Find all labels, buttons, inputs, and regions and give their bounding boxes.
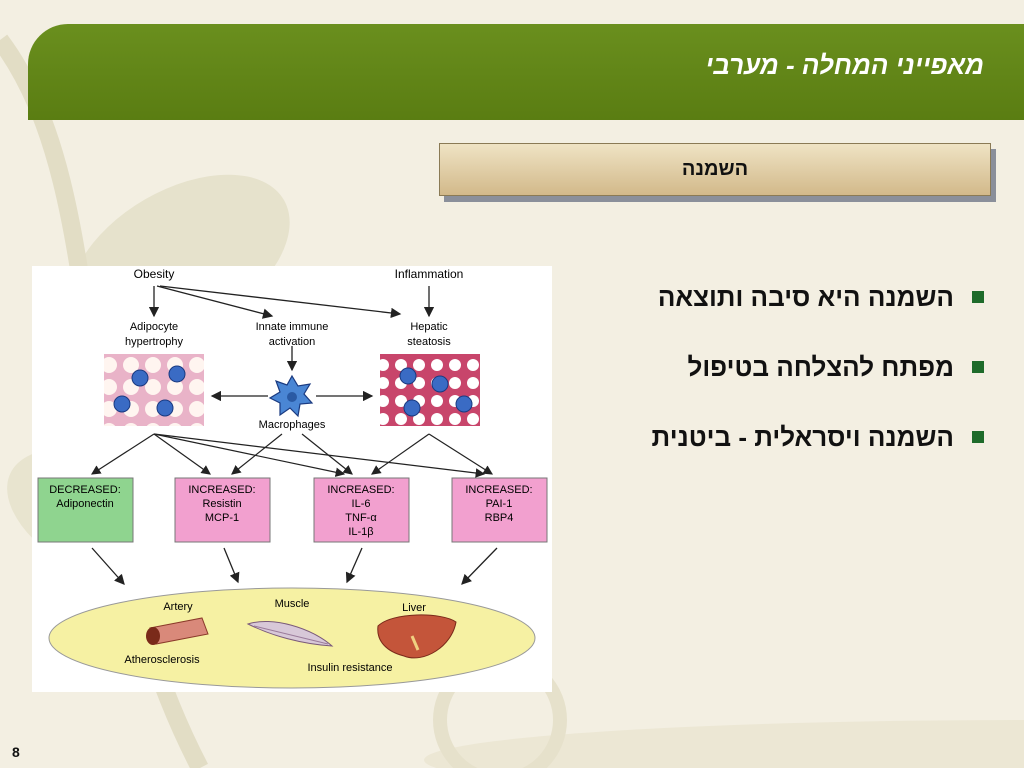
bullet-item: מפתח להצלחה בטיפול <box>564 332 984 402</box>
fanout-arrows <box>90 433 494 478</box>
liver-label: Liver <box>402 602 426 614</box>
box-line: TNF-α <box>345 512 377 524</box>
bullet-item: השמנה ויסראלית - ביטנית <box>564 402 984 472</box>
muscle-icon <box>246 620 334 647</box>
top-arrows <box>148 285 435 319</box>
innate-label-2: activation <box>269 336 315 348</box>
bottom-arrows <box>91 547 498 585</box>
bullet-text: השמנה ויסראלית - ביטנית <box>651 421 954 452</box>
bullet-list: השמנה היא סיבה ותוצאה מפתח להצלחה בטיפול… <box>564 262 984 472</box>
liver-icon <box>377 614 457 659</box>
bullet-text: מפתח להצלחה בטיפול <box>687 351 954 382</box>
adipose-tissue-image <box>104 354 204 426</box>
macrophage-icon <box>268 374 314 418</box>
box-header: INCREASED: <box>327 484 394 496</box>
obesity-pathway-figure: Obesity Inflammation Adipocyte hypertrop… <box>32 266 552 692</box>
atherosclerosis-label: Atherosclerosis <box>124 654 200 666</box>
page-number: 8 <box>12 744 20 760</box>
obesity-label: Obesity <box>134 267 175 281</box>
box-header: INCREASED: <box>465 484 532 496</box>
box-line: IL-6 <box>352 498 371 510</box>
bullet-text: השמנה היא סיבה ותוצאה <box>657 281 954 312</box>
artery-label: Artery <box>163 601 193 613</box>
pai1-box: INCREASED: PAI-1 RBP4 <box>451 477 548 543</box>
square-bullet-icon <box>972 361 984 373</box>
resistin-box: INCREASED: Resistin MCP-1 <box>174 477 271 543</box>
box-header: INCREASED: <box>188 484 255 496</box>
title-bar <box>28 24 1024 120</box>
subtitle-text: השמנה <box>681 158 749 180</box>
adipocyte-label-1: Adipocyte <box>130 321 178 333</box>
box-line: MCP-1 <box>205 512 239 524</box>
inflammation-label: Inflammation <box>395 267 464 281</box>
box-line: Adiponectin <box>56 498 114 510</box>
muscle-label: Muscle <box>275 598 310 610</box>
square-bullet-icon <box>972 431 984 443</box>
liver-tissue-image <box>380 354 480 426</box>
adipocyte-label-2: hypertrophy <box>125 336 184 348</box>
box-line: RBP4 <box>485 512 514 524</box>
hepatic-label-2: steatosis <box>407 336 451 348</box>
slide-title: מאפייני המחלה - מערבי <box>705 50 984 80</box>
pathway-diagram: Obesity Inflammation Adipocyte hypertrop… <box>37 267 548 689</box>
cytokine-box: INCREASED: IL-6 TNF-α IL-1β <box>313 477 410 543</box>
box-header: DECREASED: <box>49 484 121 496</box>
insulin-resistance-label: Insulin resistance <box>308 662 393 674</box>
bullet-item: השמנה היא סיבה ותוצאה <box>564 262 984 332</box>
adiponectin-box: DECREASED: Adiponectin <box>37 477 134 543</box>
box-line: Resistin <box>202 498 241 510</box>
innate-label-1: Innate immune <box>256 321 329 333</box>
hepatic-label-1: Hepatic <box>410 321 448 333</box>
box-line: PAI-1 <box>486 498 513 510</box>
macrophage-arrows <box>210 346 374 402</box>
artery-icon <box>146 617 209 645</box>
box-line: IL-1β <box>348 526 373 538</box>
macrophages-label: Macrophages <box>259 419 326 431</box>
subtitle-box: השמנה <box>439 143 991 196</box>
square-bullet-icon <box>972 291 984 303</box>
